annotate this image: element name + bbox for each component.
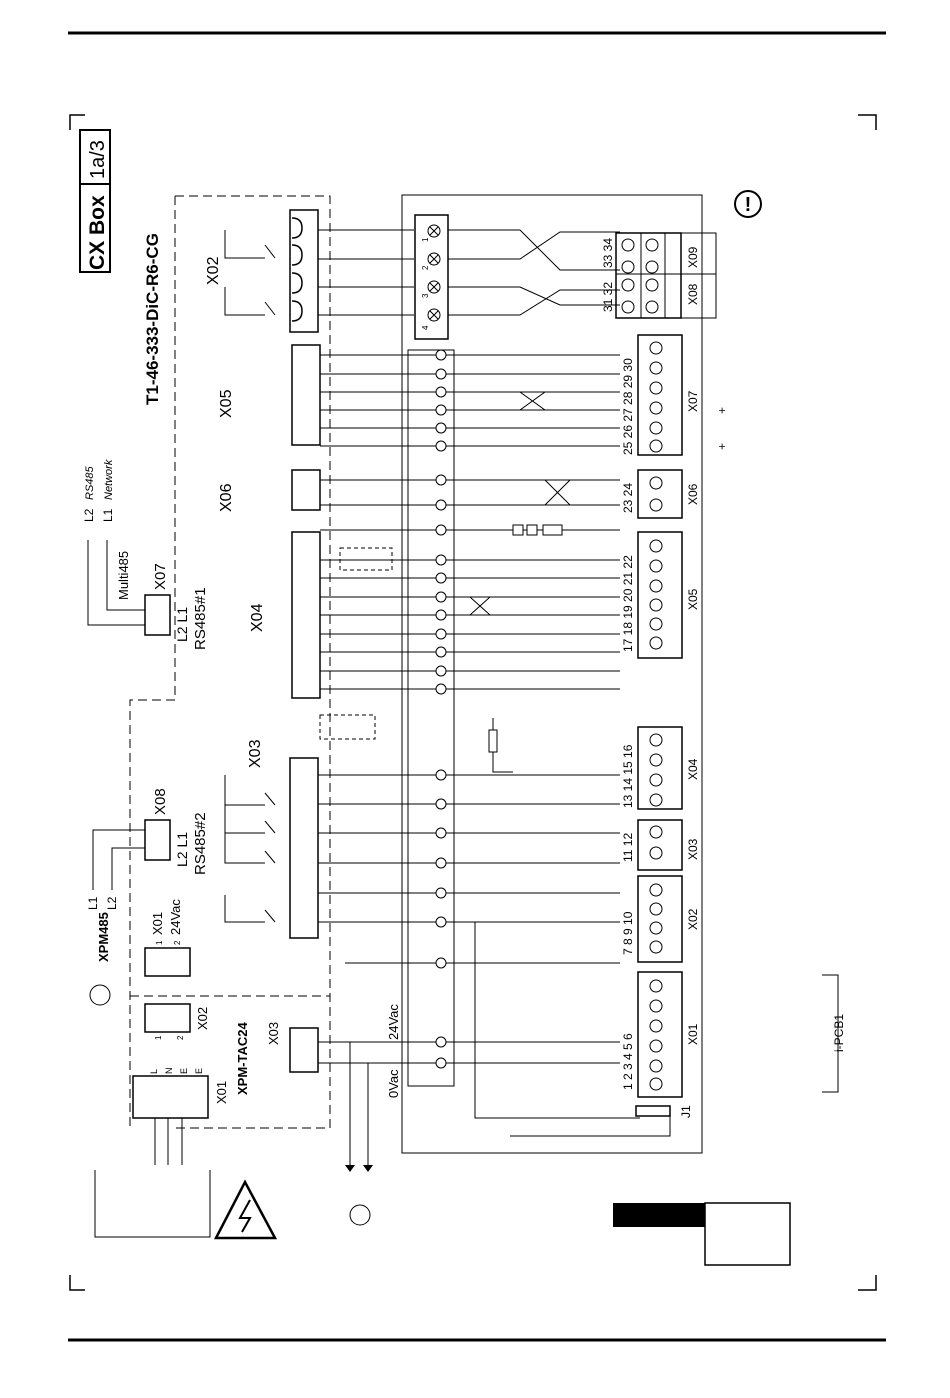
xpm-tac24-pin1: 1: [154, 1035, 163, 1040]
xpm-tac24-x03: X03: [266, 1022, 281, 1045]
pcb-x08-name: X08: [686, 283, 700, 305]
xpm-wiring: [87, 540, 369, 1238]
pcb-outline: [401, 194, 703, 1154]
resistor-c: [542, 524, 563, 536]
pcb-x02-name: X02: [686, 908, 700, 930]
pcb-x06-pins: 23 24: [621, 483, 635, 513]
jumper-label: J1: [679, 1105, 693, 1118]
pcb-x01-pins: 1 2 3 4 5 6: [621, 1033, 635, 1090]
relay-box: [339, 547, 393, 571]
xpm-tac24-term-e2: E: [194, 1068, 204, 1074]
title-block-frame: [704, 1202, 791, 1266]
pcb-x05-pins: 17 18 19 20 21 22: [621, 555, 635, 652]
rs485-1-pins: L2 L1: [174, 607, 190, 642]
arrow-down-icon-2: [363, 1165, 373, 1172]
high-voltage-icon: [213, 1179, 278, 1240]
rs485-1-name: RS485#1: [192, 587, 209, 650]
polarity-plus-2: +: [715, 443, 729, 450]
xpm485-connector: X01: [150, 912, 165, 935]
pcb-x04-name: X04: [686, 758, 700, 780]
xpm-tac24-term-l: L: [149, 1069, 159, 1074]
voltage-24vac: 24Vac: [386, 1004, 401, 1040]
xpm-tac24-x02: X02: [195, 1007, 210, 1030]
x02-label: X02: [205, 256, 222, 285]
pcb-x09-pins: 33 34: [601, 238, 615, 268]
pcb-x01-name: X01: [686, 1023, 700, 1045]
x03-label: X03: [247, 739, 264, 768]
x05-label: X05: [218, 389, 235, 418]
top-terminal-block: [414, 214, 449, 340]
ipcb-bracket: [822, 974, 839, 1093]
resistor-b: [526, 524, 538, 536]
pcb-x09-name: X09: [686, 246, 700, 268]
bus-nodes: [435, 349, 447, 1069]
pcb-x04-pins: 13 14 15 16: [621, 744, 635, 808]
xpm-tac24-term-n: N: [164, 1068, 174, 1075]
x03-connector-contacts: [224, 775, 276, 923]
jumper-j1: [635, 1105, 671, 1117]
pcb-top-term-3: 3: [421, 293, 430, 298]
rs485-1-bus: Multi485: [116, 551, 131, 600]
rs485-1-connector: X07: [152, 563, 169, 590]
x04-label: X04: [249, 603, 266, 632]
pcb-x06-name: X06: [686, 483, 700, 505]
left-boundary: [129, 196, 176, 1128]
polarity-plus-1: +: [715, 407, 729, 414]
title-box-name: CX Box: [86, 195, 109, 270]
title-box: [79, 129, 111, 273]
x06-label: X06: [218, 483, 235, 512]
xpm485-name: XPM485: [96, 912, 111, 962]
rs485-2-l1: L1: [86, 896, 100, 910]
x02-connector: [224, 209, 319, 333]
voltage-0vac: 0Vac: [386, 1069, 401, 1098]
board-code: T1-46-333-DiC-R6-CG: [143, 233, 162, 405]
xpm-modules: [89, 594, 371, 1226]
pcb-x05-name: X05: [686, 588, 700, 610]
xpm-tac24-x01: X01: [214, 1081, 229, 1104]
terminal-blocks: [615, 232, 717, 1098]
xpm-tac24-pin2: 2: [176, 1035, 185, 1040]
corner-marks: [69, 114, 877, 1291]
arrow-down-icon: [345, 1165, 355, 1172]
terminal-screws: [621, 238, 663, 1091]
title-box-sheet: 1a/3: [87, 140, 109, 179]
routing-lines: [448, 229, 671, 1137]
warning-mark: !: [745, 194, 752, 216]
pcb-x07-name: X07: [686, 390, 700, 412]
bus-wires: [318, 229, 620, 1064]
xpm485-pin1: 1: [155, 940, 164, 945]
pcb-top-term-4: 4: [421, 325, 430, 330]
title-block-dark: [613, 1203, 705, 1227]
xpm-tac24-name: XPM-TAC24: [235, 1022, 250, 1095]
x05-connector: [289, 344, 321, 939]
xpm-tac24-term-e1: E: [179, 1068, 189, 1074]
xpm485-pin2: 2: [173, 940, 182, 945]
pcb-x03-name: X03: [686, 838, 700, 860]
pcb-top-term-1: 1: [421, 237, 430, 242]
rs485-1-net2: Network: [103, 459, 115, 500]
rs485-1-l1: L1: [101, 508, 115, 522]
resistor-a: [512, 524, 524, 536]
rs485-1-l2: L2: [82, 508, 96, 522]
pcb-bus-strip: [407, 349, 455, 1087]
rs485-2-name: RS485#2: [192, 812, 209, 875]
pcb-top-term-2: 2: [421, 265, 430, 270]
relay-box-2: [319, 714, 376, 740]
warning-icon: [734, 190, 762, 218]
pcb-x02-pins: 7 8 9 10: [621, 911, 635, 955]
rs485-2-connector: X08: [152, 788, 169, 815]
board-boundary: [175, 195, 331, 1129]
pcb-x03-pins: 11 12: [621, 833, 635, 862]
rs485-2-l2: L2: [105, 896, 119, 910]
xpm485-voltage: 24Vac: [168, 899, 183, 935]
pcb-x07-pins: 25 26 27 28 29 30: [621, 358, 635, 455]
ipcb-label: i-PCB1: [832, 1014, 846, 1052]
rs485-1-net1: RS485: [84, 465, 96, 500]
resistor-d: [488, 729, 498, 753]
pcb-x08-pins: 31 32: [601, 282, 615, 312]
rs485-2-pins: L2 L1: [174, 832, 190, 867]
